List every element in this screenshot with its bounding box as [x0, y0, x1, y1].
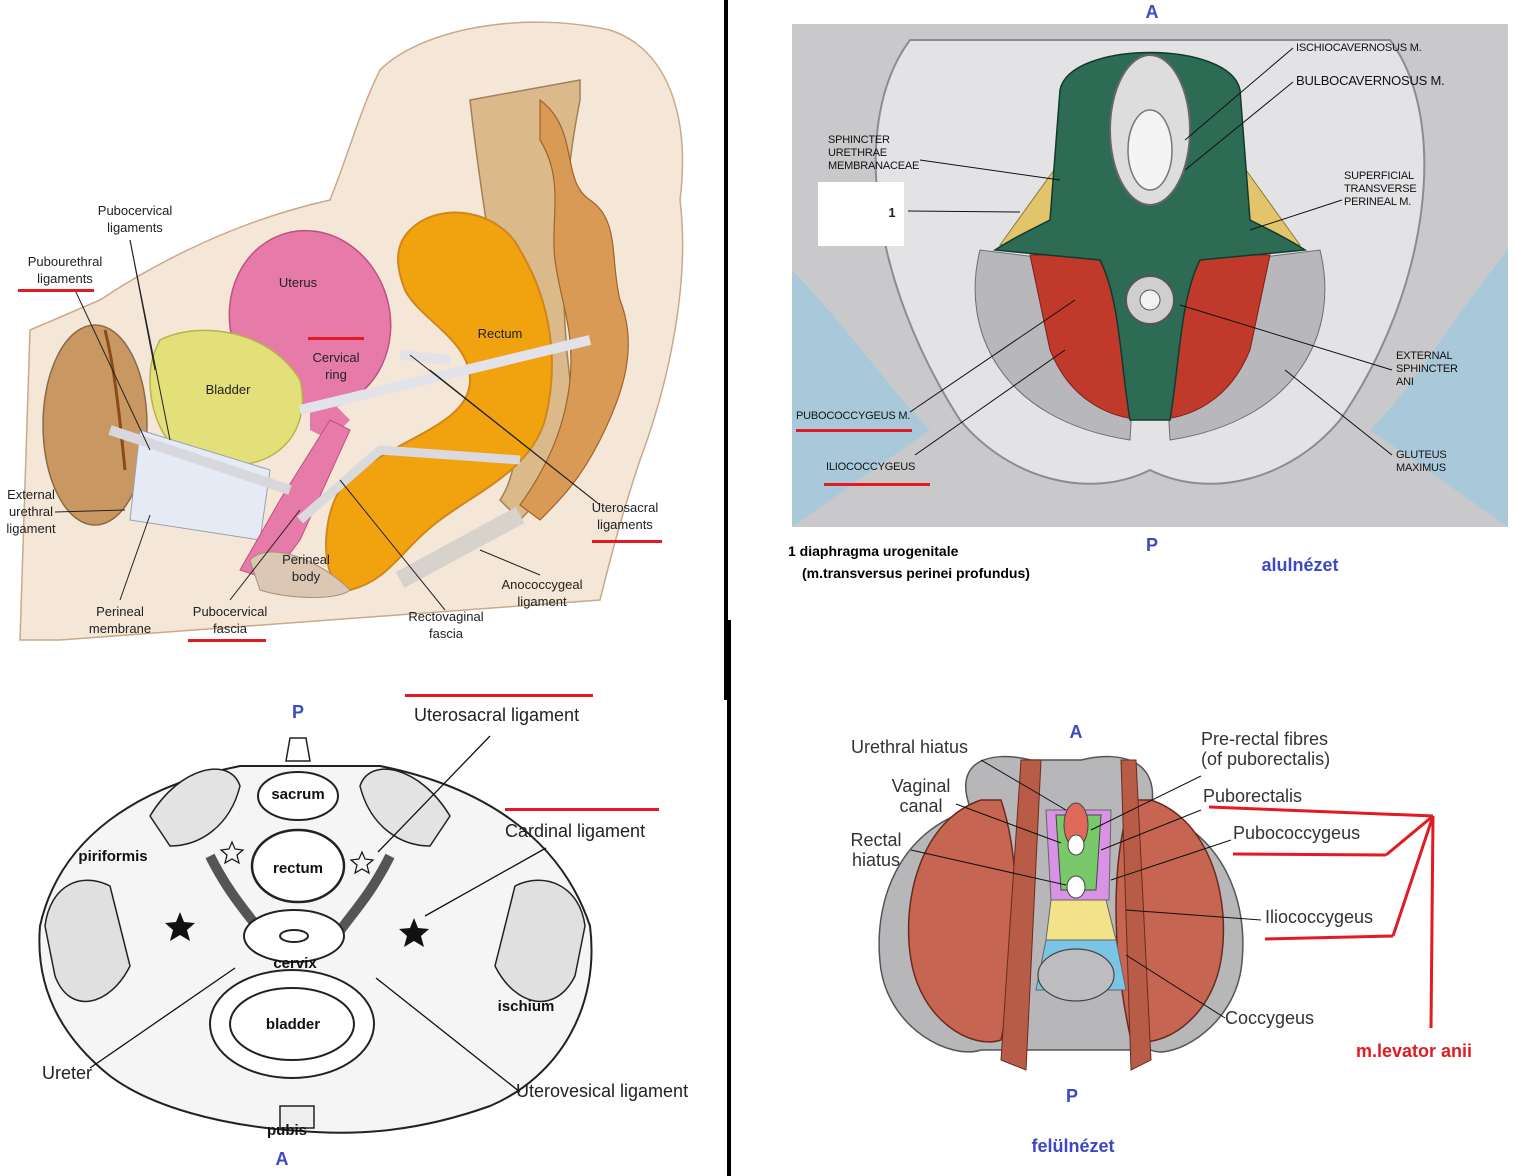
view-label-felulnezet: felülnézet: [1031, 1136, 1115, 1156]
label-coccygeus: Coccygeus: [1225, 1008, 1315, 1028]
label-pubocervical-ligaments: Pubocervical ligaments: [97, 203, 173, 235]
label-rectum: Rectum: [477, 326, 523, 341]
caption-transversus-perinei: (m.transversus perinei profundus): [802, 565, 1030, 581]
label-uterosacral-ligament: Uterosacral ligament: [414, 705, 580, 725]
vertical-divider-bottom: [727, 620, 731, 1176]
perineum-illustration: [792, 24, 1508, 527]
label-urethral-hiatus: Urethral hiatus: [851, 737, 969, 757]
orient-bottom-posterior-levator: P: [1065, 1086, 1078, 1106]
label-prerectal-fibres: Pre-rectal fibres (of puborectalis): [1201, 729, 1331, 769]
label-anococcygeal-ligament: Anococcygeal ligament: [501, 577, 583, 609]
levator-illustration: [878, 755, 1435, 1071]
label-superficial-transverse: SUPERFICIAL TRANSVERSE PERINEAL M.: [1344, 170, 1417, 208]
highlight-pubococcygeus-m: [796, 429, 912, 432]
label-external-urethral-ligament: External urethral ligament: [6, 487, 56, 536]
label-bladder: Bladder: [205, 382, 251, 397]
highlight-uterosacral-ligaments: [592, 540, 662, 543]
orient-top-anterior-levator: A: [1069, 722, 1083, 742]
label-pubocervical-fascia: Pubocervical fascia: [192, 604, 268, 636]
label-vaginal-canal: Vaginal canal: [891, 776, 951, 816]
label-rectal-hiatus: Rectal hiatus: [850, 830, 902, 870]
sagittal-panel: Pubocervical ligaments Pubourethral liga…: [0, 0, 724, 660]
highlight-pubourethral: [18, 289, 94, 292]
label-rectovaginal-fascia: Rectovaginal fascia: [408, 609, 484, 641]
label-uterus: Uterus: [278, 275, 318, 290]
label-pubococcygeus: Pubococcygeus: [1233, 823, 1361, 843]
levator-panel: A Urethral hiatus Vaginal canal Rectal h…: [731, 700, 1516, 1176]
label-uterovesical-ligament: Uterovesical ligament: [516, 1081, 689, 1101]
label-puborectalis: Puborectalis: [1203, 786, 1303, 806]
label-cervix: cervix: [273, 955, 317, 972]
orient-top-anterior: A: [1145, 2, 1159, 22]
label-number-1: 1: [888, 205, 896, 220]
label-iliococcygeus-caps: ILIOCOCCYGEUS: [826, 461, 916, 473]
label-sacrum: sacrum: [271, 786, 325, 803]
label-rectum-axial: rectum: [272, 860, 324, 877]
label-external-sphincter-ani: EXTERNAL SPHINCTER ANI: [1396, 350, 1458, 388]
label-perineal-body: Perineal body: [282, 552, 330, 584]
orient-top-posterior: P: [291, 702, 304, 722]
label-pubococcygeus-m: PUBOCOCCYGEUS M.: [796, 410, 911, 422]
label-ureter: Ureter: [42, 1063, 93, 1083]
label-uterosacral-ligaments: Uterosacral ligaments: [591, 500, 659, 532]
label-piriformis: piriformis: [78, 848, 148, 865]
label-iliococcygeus: Iliococcygeus: [1265, 907, 1374, 927]
label-ischium: ischium: [497, 998, 555, 1015]
perineum-panel: A ISCHIOCAVERNOSUS M. BULBOCAVERNOSUS M.…: [730, 0, 1516, 620]
label-cervical-ring: Cervical ring: [312, 350, 360, 382]
highlight-iliococcygeus-caps: [824, 483, 930, 486]
highlight-cardinal-ligament: [505, 808, 659, 811]
label-bulbocavernosus: BULBOCAVERNOSUS M.: [1296, 73, 1445, 88]
sagittal-illustration: [19, 21, 684, 641]
caption-diaphragma-urogenitale: 1 diaphragma urogenitale: [788, 543, 959, 559]
highlight-pubocervical-fascia: [188, 639, 266, 642]
axial-illustration: [38, 735, 593, 1134]
label-gluteus-maximus: GLUTEUS MAXIMUS: [1396, 449, 1447, 474]
label-sphincter-urethrae: SPHINCTER URETHRAE MEMBRANACEAE: [828, 134, 920, 172]
orient-bottom-anterior: A: [275, 1149, 289, 1169]
label-levator-ani: m.levator anii: [1355, 1041, 1473, 1061]
label-cardinal-ligament: Cardinal ligament: [505, 821, 646, 841]
vertical-divider-top: [724, 0, 728, 700]
label-perineal-membrane: Perineal membrane: [88, 604, 152, 636]
label-ischiocavernosus: ISCHIOCAVERNOSUS M.: [1296, 42, 1422, 54]
label-pubourethral-ligaments: Pubourethral ligaments: [27, 254, 103, 286]
label-bladder-axial: bladder: [265, 1016, 321, 1033]
label-pubis: pubis: [267, 1122, 307, 1139]
view-label-alulnezet: alulnézet: [1261, 555, 1339, 575]
orient-bottom-posterior: P: [1145, 535, 1158, 555]
highlight-uterosacral-ligament: [405, 694, 593, 697]
highlight-cervical-ring: [308, 337, 364, 340]
axial-panel: Uterosacral ligament Cardinal ligament P…: [0, 676, 724, 1176]
